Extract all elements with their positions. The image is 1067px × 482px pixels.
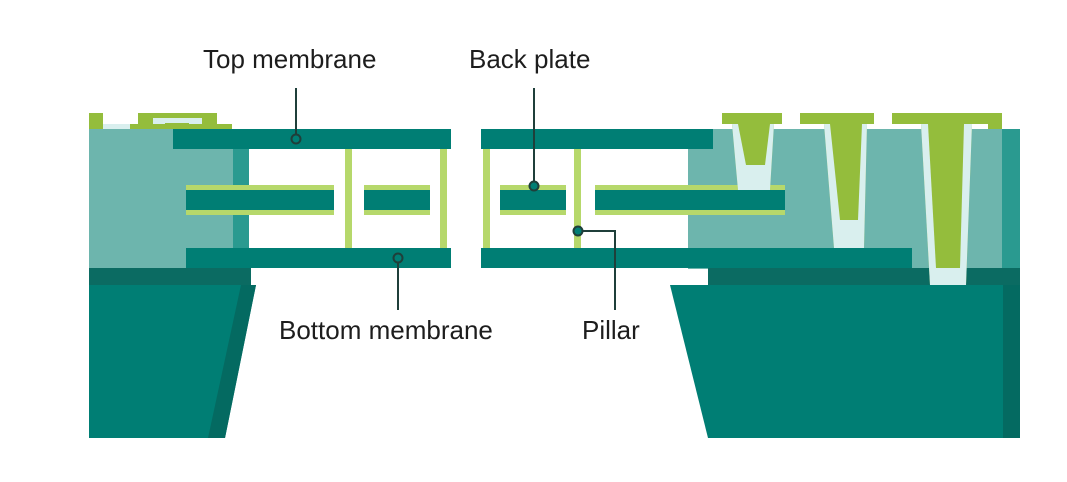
- right-half-structure: [481, 129, 912, 268]
- backplate-right-2: [595, 190, 785, 210]
- left-silicon-bevel: [208, 285, 256, 438]
- pillar-right-1: [483, 149, 490, 248]
- label-back-plate: Back plate: [469, 44, 591, 74]
- left-nitride-layer: [89, 268, 251, 285]
- label-top-membrane: Top membrane: [203, 44, 377, 74]
- left-silicon-base: [89, 285, 256, 438]
- left-contact-2-pale: [153, 118, 202, 124]
- leader-dots: [290, 133, 584, 264]
- left-substrate: [89, 113, 256, 438]
- right-silicon-edge: [1003, 285, 1020, 438]
- right-contact-vias: [722, 113, 1002, 285]
- right-edge-contact: [988, 113, 1002, 129]
- backplate-right-1: [500, 190, 566, 210]
- dot-pillar: [572, 225, 584, 237]
- left-contact-1-pale: [103, 124, 130, 129]
- top-membrane-left: [173, 129, 451, 149]
- bottom-membrane-right: [481, 248, 912, 268]
- dot-bottom-membrane: [392, 252, 404, 264]
- via-2-fill: [830, 124, 862, 220]
- leader-pillar: [578, 230, 616, 310]
- label-bottom-membrane: Bottom membrane: [279, 315, 493, 345]
- leader-lines: [295, 88, 616, 310]
- backplate-left-1: [186, 190, 334, 210]
- via-1-fill: [738, 124, 770, 165]
- top-membrane-right: [481, 129, 713, 149]
- left-half-structure: [173, 129, 451, 268]
- pillar-left-2: [440, 149, 447, 248]
- pillar-right-2: [574, 149, 581, 248]
- label-pillar: Pillar: [582, 315, 640, 345]
- left-contact-2-inner: [165, 123, 189, 129]
- dot-back-plate: [528, 180, 540, 192]
- via-3-fill: [928, 124, 964, 268]
- backplate-left-2: [364, 190, 430, 210]
- right-oxide-edge: [1002, 129, 1020, 269]
- pillar-left-1: [345, 149, 352, 248]
- right-nitride-layer: [708, 268, 1020, 285]
- dot-top-membrane: [290, 133, 302, 145]
- right-silicon-base: [670, 285, 1020, 438]
- bottom-membrane-left: [186, 248, 451, 268]
